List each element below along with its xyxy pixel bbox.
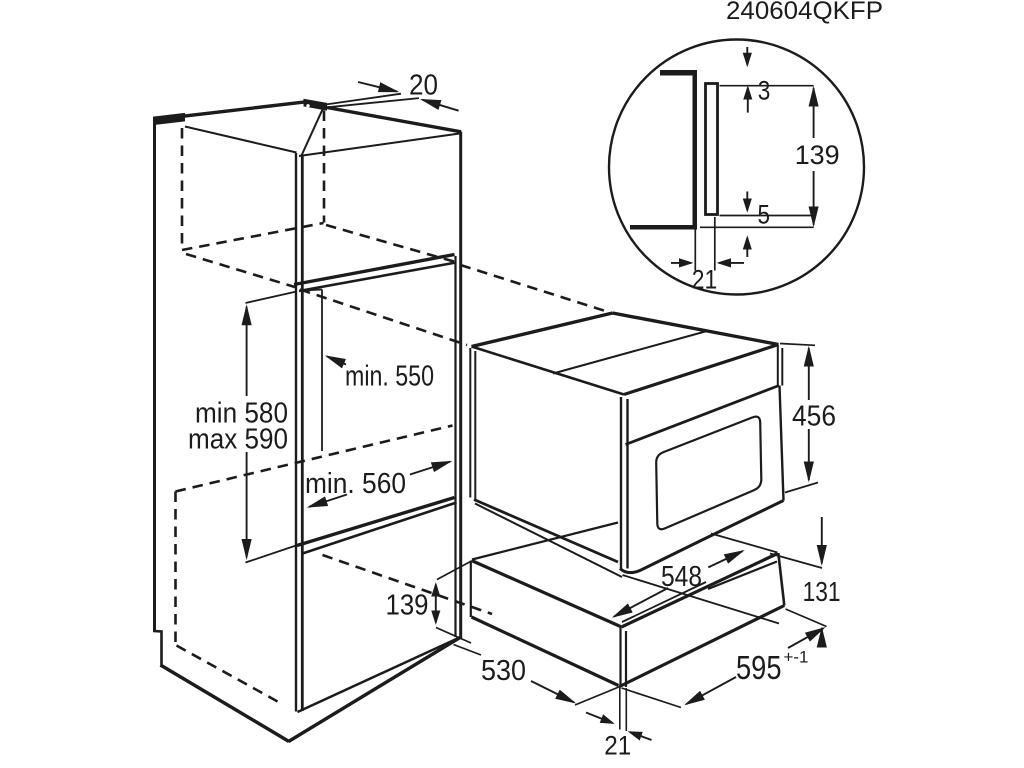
- svg-text:min. 560: min. 560: [305, 468, 406, 500]
- svg-text:595: 595: [736, 649, 782, 686]
- svg-text:max 590: max 590: [188, 424, 288, 456]
- svg-text:20: 20: [409, 70, 438, 102]
- svg-text:min. 550: min. 550: [345, 361, 434, 393]
- svg-text:456: 456: [792, 401, 836, 433]
- svg-text:5: 5: [758, 200, 771, 230]
- svg-text:min 580: min 580: [195, 398, 288, 430]
- svg-text:548: 548: [661, 561, 702, 593]
- svg-text:21: 21: [692, 265, 718, 295]
- svg-text:+-1: +-1: [784, 648, 809, 667]
- svg-text:530: 530: [481, 655, 526, 687]
- svg-text:139: 139: [795, 140, 840, 170]
- svg-text:21: 21: [604, 730, 631, 760]
- svg-text:3: 3: [758, 76, 771, 106]
- svg-text:139: 139: [386, 590, 429, 622]
- svg-text:240604QKFP: 240604QKFP: [726, 0, 883, 25]
- svg-text:131: 131: [803, 576, 841, 607]
